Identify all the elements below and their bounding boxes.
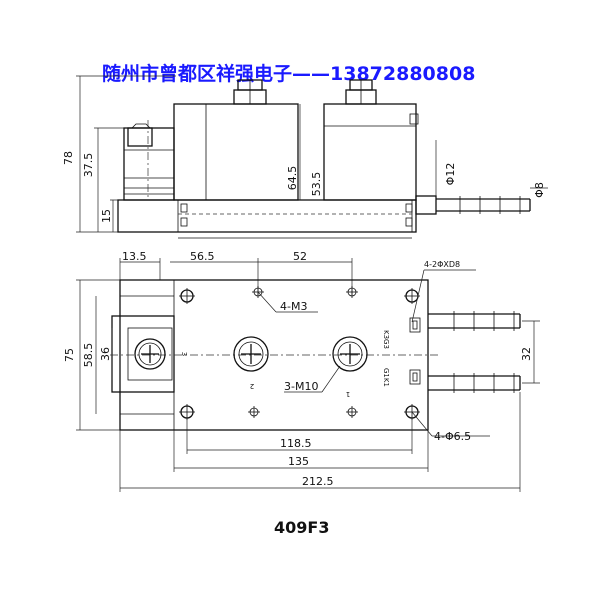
plan-view: 13.5 56.5 52 75 58.5 36	[63, 250, 540, 492]
mounting-hole	[404, 288, 420, 304]
terminal-screw	[332, 336, 368, 372]
dim-base-height: 15	[100, 209, 113, 223]
dim-cap-height: 37.5	[82, 153, 95, 178]
dim-212-5: 212.5	[302, 475, 334, 488]
m3-hole	[346, 286, 358, 298]
m3-hole	[346, 406, 358, 418]
dim-total-height: 78	[62, 151, 75, 165]
dim-side-height: 53.5	[310, 172, 323, 197]
cooling-hose	[428, 373, 521, 393]
dim-52: 52	[293, 250, 307, 263]
mounting-hole	[179, 404, 195, 420]
side-view: 78 37.5 15	[62, 75, 548, 239]
terminal-screw	[134, 338, 166, 370]
dim-36: 36	[99, 347, 112, 361]
label-4-m3: 4-M3	[280, 300, 307, 313]
label-holes-6-5: 4-Φ6.5	[434, 430, 471, 443]
dim-13-5: 13.5	[122, 250, 147, 263]
terminal-screw	[233, 336, 269, 372]
label-holes-2xd: 4-2ΦXD8	[424, 260, 460, 269]
cooling-hose	[436, 187, 548, 214]
m3-hole	[248, 406, 260, 418]
terminal-label-1: 1	[346, 390, 350, 398]
dim-tube-dia: Φ12	[444, 163, 457, 186]
header-text: 随州市曾都区祥强电子——13872880808	[102, 62, 475, 85]
dim-56-5: 56.5	[190, 250, 215, 263]
dim-32: 32	[520, 347, 533, 361]
cooling-hose	[428, 311, 521, 331]
dim-body-height: 64.5	[286, 166, 299, 191]
dim-width-75: 75	[63, 348, 76, 362]
terminal-label-2: 2	[250, 382, 254, 390]
terminal-label-3: 3	[180, 352, 188, 356]
dim-hose-dia: Φ8	[533, 182, 546, 198]
mounting-hole	[179, 288, 195, 304]
label-3-m10: 3-M10	[284, 380, 318, 393]
side-label-top: K3G3	[382, 330, 390, 349]
dim-135: 135	[288, 455, 309, 468]
dim-118-5: 118.5	[280, 437, 312, 450]
side-label-bottom: G1K1	[382, 368, 390, 387]
model-label: 409F3	[274, 518, 329, 537]
dim-58-5: 58.5	[82, 343, 95, 368]
